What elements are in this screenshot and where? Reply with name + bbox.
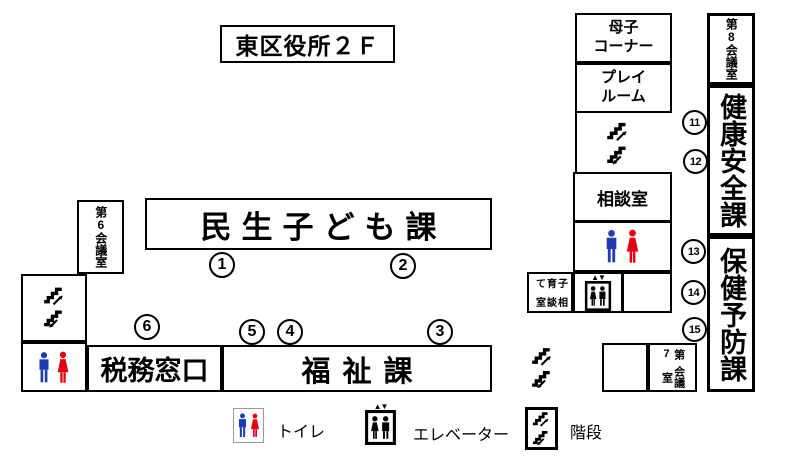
elevator-icon: ▲▼ [584,274,612,311]
room-label: 母子 コーナー [593,19,654,55]
toilet-icon [604,228,641,265]
room-label: 福祉課 [301,355,425,388]
room-label: 健康安全課 [716,93,747,228]
counter-number-1: 1 [209,252,235,278]
counter-number-5: 5 [239,319,265,345]
division-minsei-kodomo: 民生子ども課 [145,198,492,250]
legend-stairs-icon [525,407,558,450]
counter-number-12: 12 [683,149,708,174]
counter-number-6: 6 [134,314,160,340]
room-mother-child-corner: 母子 コーナー [575,13,672,63]
counter-number-2: 2 [390,253,416,279]
up-down-triangles-icon: ▲▼ [591,273,606,282]
meeting-room-6: 第6会議室 [77,200,124,274]
counter-number-4: 4 [277,319,303,345]
division-health-prevention: 保健予防課 [707,236,755,392]
stairs-icon [529,346,556,391]
room-counseling: 相談室 [573,172,672,222]
division-health-safety: 健康安全課 [707,85,755,236]
division-welfare: 福祉課 [222,345,492,392]
toilet-icon [37,350,71,385]
meeting-room-7: 第7 会議室 [648,343,697,392]
stairs-icon [41,285,68,331]
legend-stairs-label: 階段 [570,425,603,442]
room-label: 子育て 相談室 [533,278,567,307]
counter-number-13: 13 [681,239,706,264]
stairs-icon [530,411,553,447]
stairs-room-left [21,274,87,342]
stairs-icon [604,121,632,167]
male-pictogram-icon [37,350,51,385]
toilet-room-right [573,221,672,272]
room-childcare-counseling: 子育て 相談室 [527,272,573,313]
room-label: 保健予防課 [716,246,747,382]
elevator-icon: ▲▼ [365,403,396,445]
counter-number-3: 3 [427,319,453,345]
counter-number-11: 11 [682,110,707,135]
male-pictogram-icon [604,228,619,265]
female-pictogram-icon [624,228,641,265]
female-pictogram-icon [55,350,71,385]
toilet-room-left [21,342,87,392]
female-pictogram-icon [249,412,261,439]
room-playroom: プレイ ルーム [575,63,672,113]
room-label: 民生子ども課 [200,209,447,245]
floor-title-box: 東区役所２Ｆ [220,25,395,63]
counter-number-14: 14 [681,280,706,305]
room-label: 相談室 [597,189,648,209]
legend-elevator-label: エレベーター [413,427,510,444]
counter-number-15: 15 [682,317,707,342]
room-label: プレイ ルーム [600,69,646,105]
meeting-room-8: 第8会議室 [707,13,755,85]
up-down-triangles-icon: ▲▼ [373,402,389,411]
toilet-icon [237,412,261,439]
room-label: 第8会議室 [724,18,739,80]
room-label: 第6会議室 [93,206,108,268]
room-label: 第7 会議室 [660,348,685,389]
floor-title: 東区役所２Ｆ [235,33,380,59]
empty-cell-bottom [602,343,648,392]
tax-window: 税務窓口 [87,345,222,392]
legend-toilet-icon [233,408,264,443]
legend-toilet-label: トイレ [277,424,326,441]
room-label: 税務窓口 [100,356,209,386]
elevator-cell: ▲▼ [573,272,623,313]
empty-cell-right-of-elevator [622,272,672,313]
wall-segment [575,111,577,173]
legend-elevator-icon: ▲▼ [365,403,396,445]
male-pictogram-icon [237,412,248,439]
